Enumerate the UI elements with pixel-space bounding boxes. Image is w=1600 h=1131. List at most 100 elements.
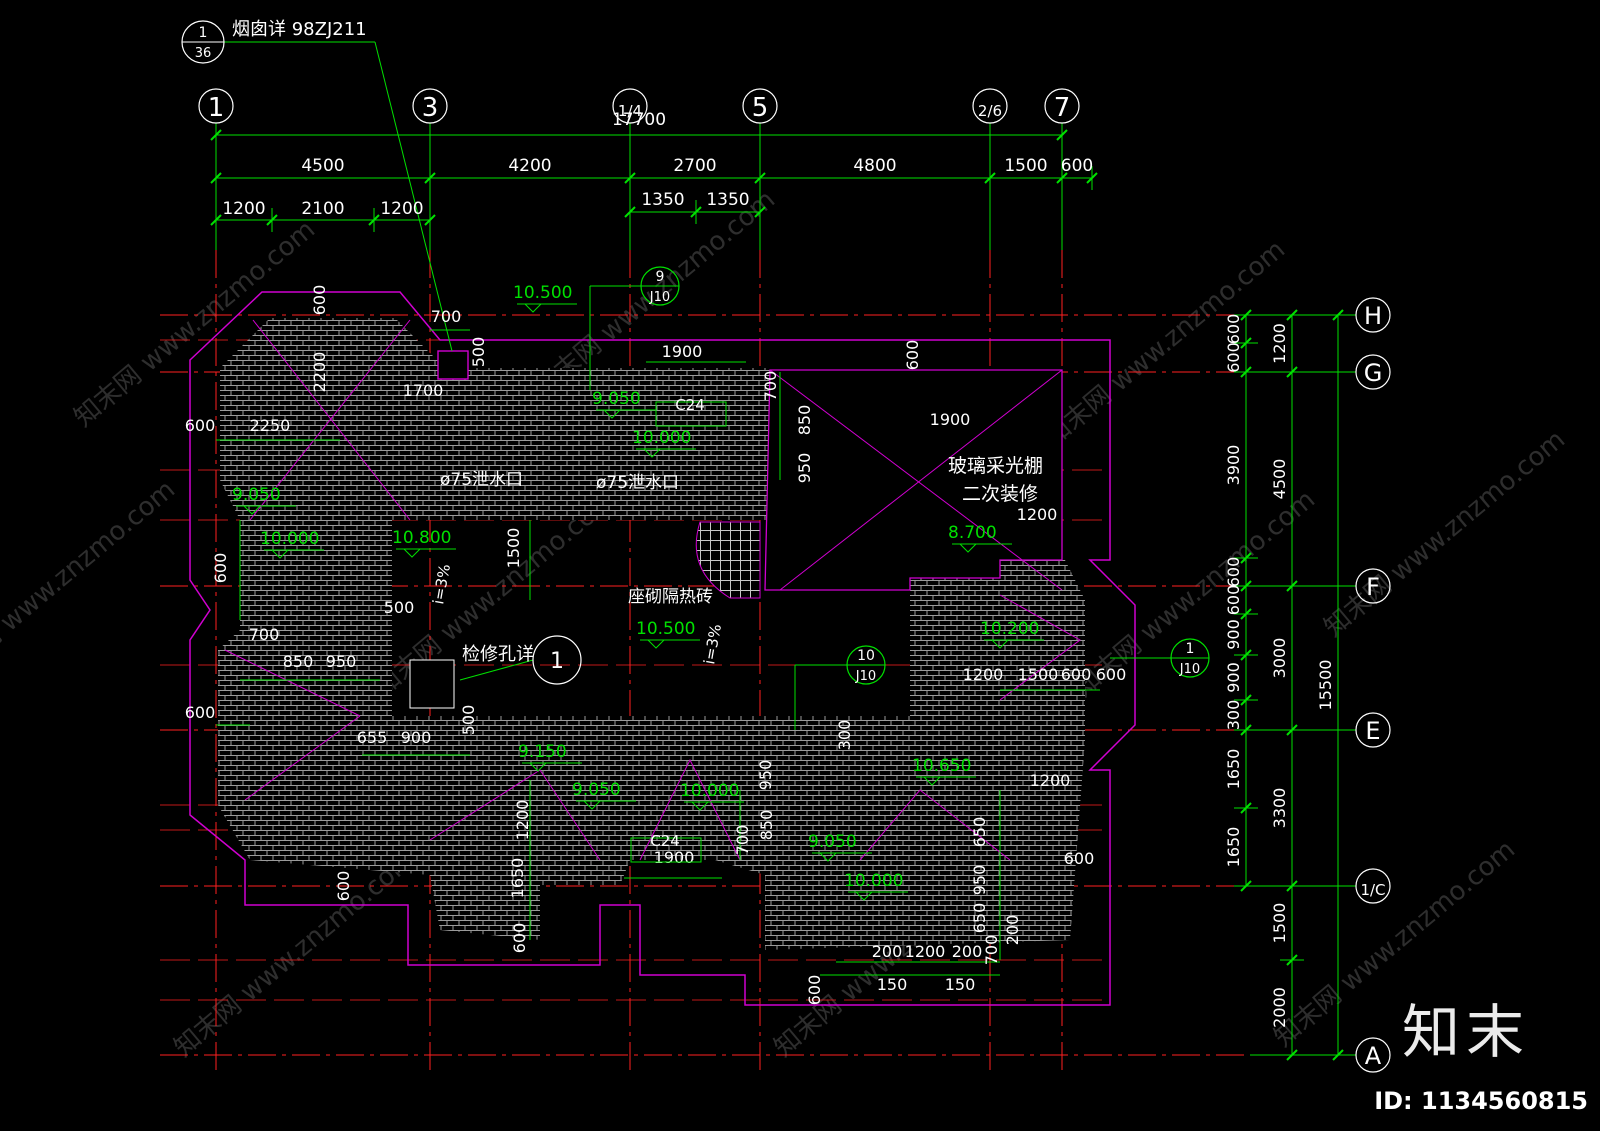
roof-outline <box>189 291 1136 1006</box>
detail-reference-sheet: J10 <box>855 669 876 684</box>
watermark-tile: 知末网 www.znzmo.com <box>0 475 181 694</box>
dimension-tick <box>424 172 436 184</box>
axis-bubble-top <box>612 88 648 124</box>
inner-dimension-value: 1650 <box>508 858 527 899</box>
note-slope_1: i=3% <box>429 563 454 606</box>
elevation-symbol <box>236 505 296 515</box>
inner-dimension-value: 700 <box>249 625 280 644</box>
elevation-mark: 9.050 <box>232 485 281 505</box>
elevation-symbol <box>640 639 700 649</box>
elevation-mark: 10.000 <box>680 781 739 801</box>
dimension-tick <box>210 129 222 141</box>
inner-dimension-value: 600 <box>805 975 824 1006</box>
elevation-mark: 9.050 <box>592 389 641 409</box>
dimension-value: 4500 <box>1270 459 1289 500</box>
leader-line <box>459 659 534 681</box>
inner-dimension-value: 1900 <box>662 342 703 361</box>
axis-label-top: 1/4 <box>618 102 642 120</box>
axis-bubble-top <box>1044 88 1080 124</box>
elevation-mark: 10.500 <box>636 619 695 639</box>
dimension-tick <box>1056 129 1068 141</box>
inner-dimension-value: 850 <box>283 652 314 671</box>
inner-dimension-value: 1200 <box>513 800 532 841</box>
detail-reference-sheet: J10 <box>1179 662 1200 677</box>
skylight-area <box>764 369 1063 591</box>
dimension-tick <box>1240 802 1252 814</box>
axis-bubble-top <box>972 88 1008 124</box>
axis-bubble-top <box>198 88 234 124</box>
inner-dimension-value: 700 <box>761 371 780 402</box>
axis-bubble-top <box>742 88 778 124</box>
image-id-label: ID: 1134560815 <box>1374 1087 1588 1115</box>
dimension-tick <box>754 206 766 218</box>
watermark-tile: 知末网 www.znzmo.com <box>169 845 421 1064</box>
axis-bubble-right <box>1355 712 1391 748</box>
inner-dimension-value: 500 <box>469 337 488 368</box>
detail-reference-number: 1 <box>1186 641 1195 657</box>
brand-watermark: 知末 <box>1401 998 1530 1066</box>
elevation-mark: 8.700 <box>948 523 997 543</box>
inner-dimension-value: 600 <box>185 703 216 722</box>
dimension-value: 4500 <box>301 156 344 176</box>
dimension-value: 1200 <box>380 199 423 219</box>
ridge-lines <box>224 319 1081 861</box>
inner-dimension-value: 1200 <box>905 942 946 961</box>
inner-dimension-value: 950 <box>970 865 989 896</box>
dimension-value: 15500 <box>1316 660 1335 711</box>
dimension-tick <box>1286 366 1298 378</box>
dimension-value: 1350 <box>706 190 749 210</box>
roof-hatched-area <box>189 291 1136 1006</box>
inner-dimension-value: 200 <box>872 942 903 961</box>
note-insulation: 座砌隔热砖 <box>628 587 713 607</box>
dimension-value: 900 <box>1224 662 1243 693</box>
dimension-value: 300 <box>1224 700 1243 731</box>
elevation-mark: 10.000 <box>844 871 903 891</box>
axis-bubble-right <box>1355 354 1391 390</box>
inner-dimension-value: 1500 <box>504 528 523 569</box>
dimension-tick <box>624 206 636 218</box>
tag-label: C24 <box>650 832 680 850</box>
inner-dimension-value: 200 <box>952 942 983 961</box>
dimension-tick <box>1240 580 1252 592</box>
note-skylight_2: 二次装修 <box>962 483 1038 505</box>
chimney <box>437 350 469 380</box>
dimension-tick <box>754 172 766 184</box>
dimension-tick <box>1240 724 1252 736</box>
inner-dimension-value: 1500 <box>1018 665 1059 684</box>
inner-dimension-value: 600 <box>310 285 329 316</box>
dimension-tick <box>368 214 380 226</box>
inner-dimension-value: 850 <box>795 405 814 436</box>
axis-label-right: E <box>1365 717 1380 745</box>
elevation-mark: 9.150 <box>518 742 567 762</box>
note-chimney: 烟囱详 98ZJ211 <box>232 19 367 40</box>
dimension-tick <box>1240 309 1252 321</box>
elevation-symbol <box>812 852 872 862</box>
elevation-symbol <box>952 543 1012 553</box>
watermark-tile: 知末网 www.znzmo.com <box>1039 235 1291 454</box>
dimension-tick <box>1332 309 1344 321</box>
inner-dimension-value: 600 <box>510 923 529 954</box>
dimension-tick <box>1240 880 1252 892</box>
dimension-tick <box>1286 309 1298 321</box>
elevation-mark: 10.800 <box>392 528 451 548</box>
inner-dimension-value: 1200 <box>1030 771 1071 790</box>
leader-line <box>374 41 453 352</box>
dimension-value: 1350 <box>641 190 684 210</box>
tag-box <box>655 401 727 427</box>
elevation-symbol <box>396 548 456 558</box>
inspection-hatch <box>409 659 455 709</box>
elevation-symbol <box>848 891 908 901</box>
inner-dimension-value: 600 <box>1061 665 1092 684</box>
dimension-value: 1500 <box>1004 156 1047 176</box>
detail-reference-bubble <box>532 635 582 685</box>
detail-reference-number: 9 <box>656 269 665 285</box>
axis-bubble-right <box>1355 868 1391 904</box>
axis-label-top: 1 <box>208 93 225 123</box>
inner-dimension-value: 1900 <box>930 410 971 429</box>
inner-dimension-value: 1200 <box>1017 505 1058 524</box>
elevation-mark: 9.050 <box>572 780 621 800</box>
axis-bubble-right <box>1355 568 1391 604</box>
axis-label-top: 7 <box>1054 93 1071 123</box>
inner-dimension-value: 600 <box>1064 849 1095 868</box>
